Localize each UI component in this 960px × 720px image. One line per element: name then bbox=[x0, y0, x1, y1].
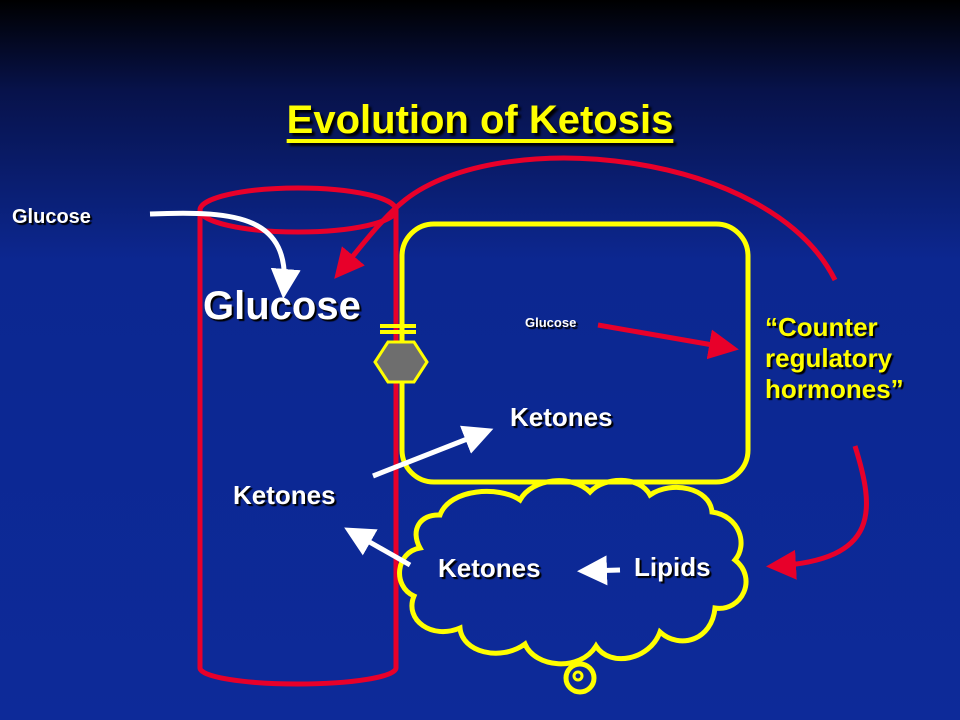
cell-glucose-label: Glucose bbox=[525, 315, 577, 330]
lipids-label: Lipids bbox=[634, 552, 711, 582]
slide-title: Evolution of Ketosis bbox=[286, 98, 674, 142]
counter-line-1: “Counter bbox=[765, 312, 878, 342]
counter-line-2: regulatory bbox=[765, 343, 893, 373]
cell-ketones-label: Ketones bbox=[510, 402, 613, 432]
counter-regulatory-hormones-label: “Counter regulatory hormones” bbox=[765, 312, 904, 405]
lipids-to-ketones-arrow bbox=[577, 555, 621, 586]
adipose-cloud-icon bbox=[397, 477, 749, 667]
receptor-hexagon-icon bbox=[373, 324, 429, 384]
blood-glucose-label: Glucose bbox=[203, 284, 361, 328]
blood-vessel bbox=[197, 185, 399, 687]
small-ring-icon bbox=[563, 661, 597, 695]
hormone-feedback-arrow bbox=[334, 155, 838, 282]
glucose-in-arrow bbox=[149, 210, 301, 299]
glucose-input-label: Glucose bbox=[12, 206, 91, 228]
counter-line-3: hormones” bbox=[765, 374, 904, 404]
hormones-to-lipids-arrow bbox=[766, 445, 869, 580]
small-ring-inner-icon bbox=[572, 670, 584, 682]
ketones-adipose-to-blood-arrow bbox=[344, 527, 412, 568]
glucose-to-hormones-arrow bbox=[597, 322, 739, 360]
adipose-ketones-label: Ketones bbox=[438, 553, 541, 583]
blood-ketones-label: Ketones bbox=[233, 480, 336, 510]
ketones-blood-to-cell-arrow bbox=[372, 425, 494, 479]
